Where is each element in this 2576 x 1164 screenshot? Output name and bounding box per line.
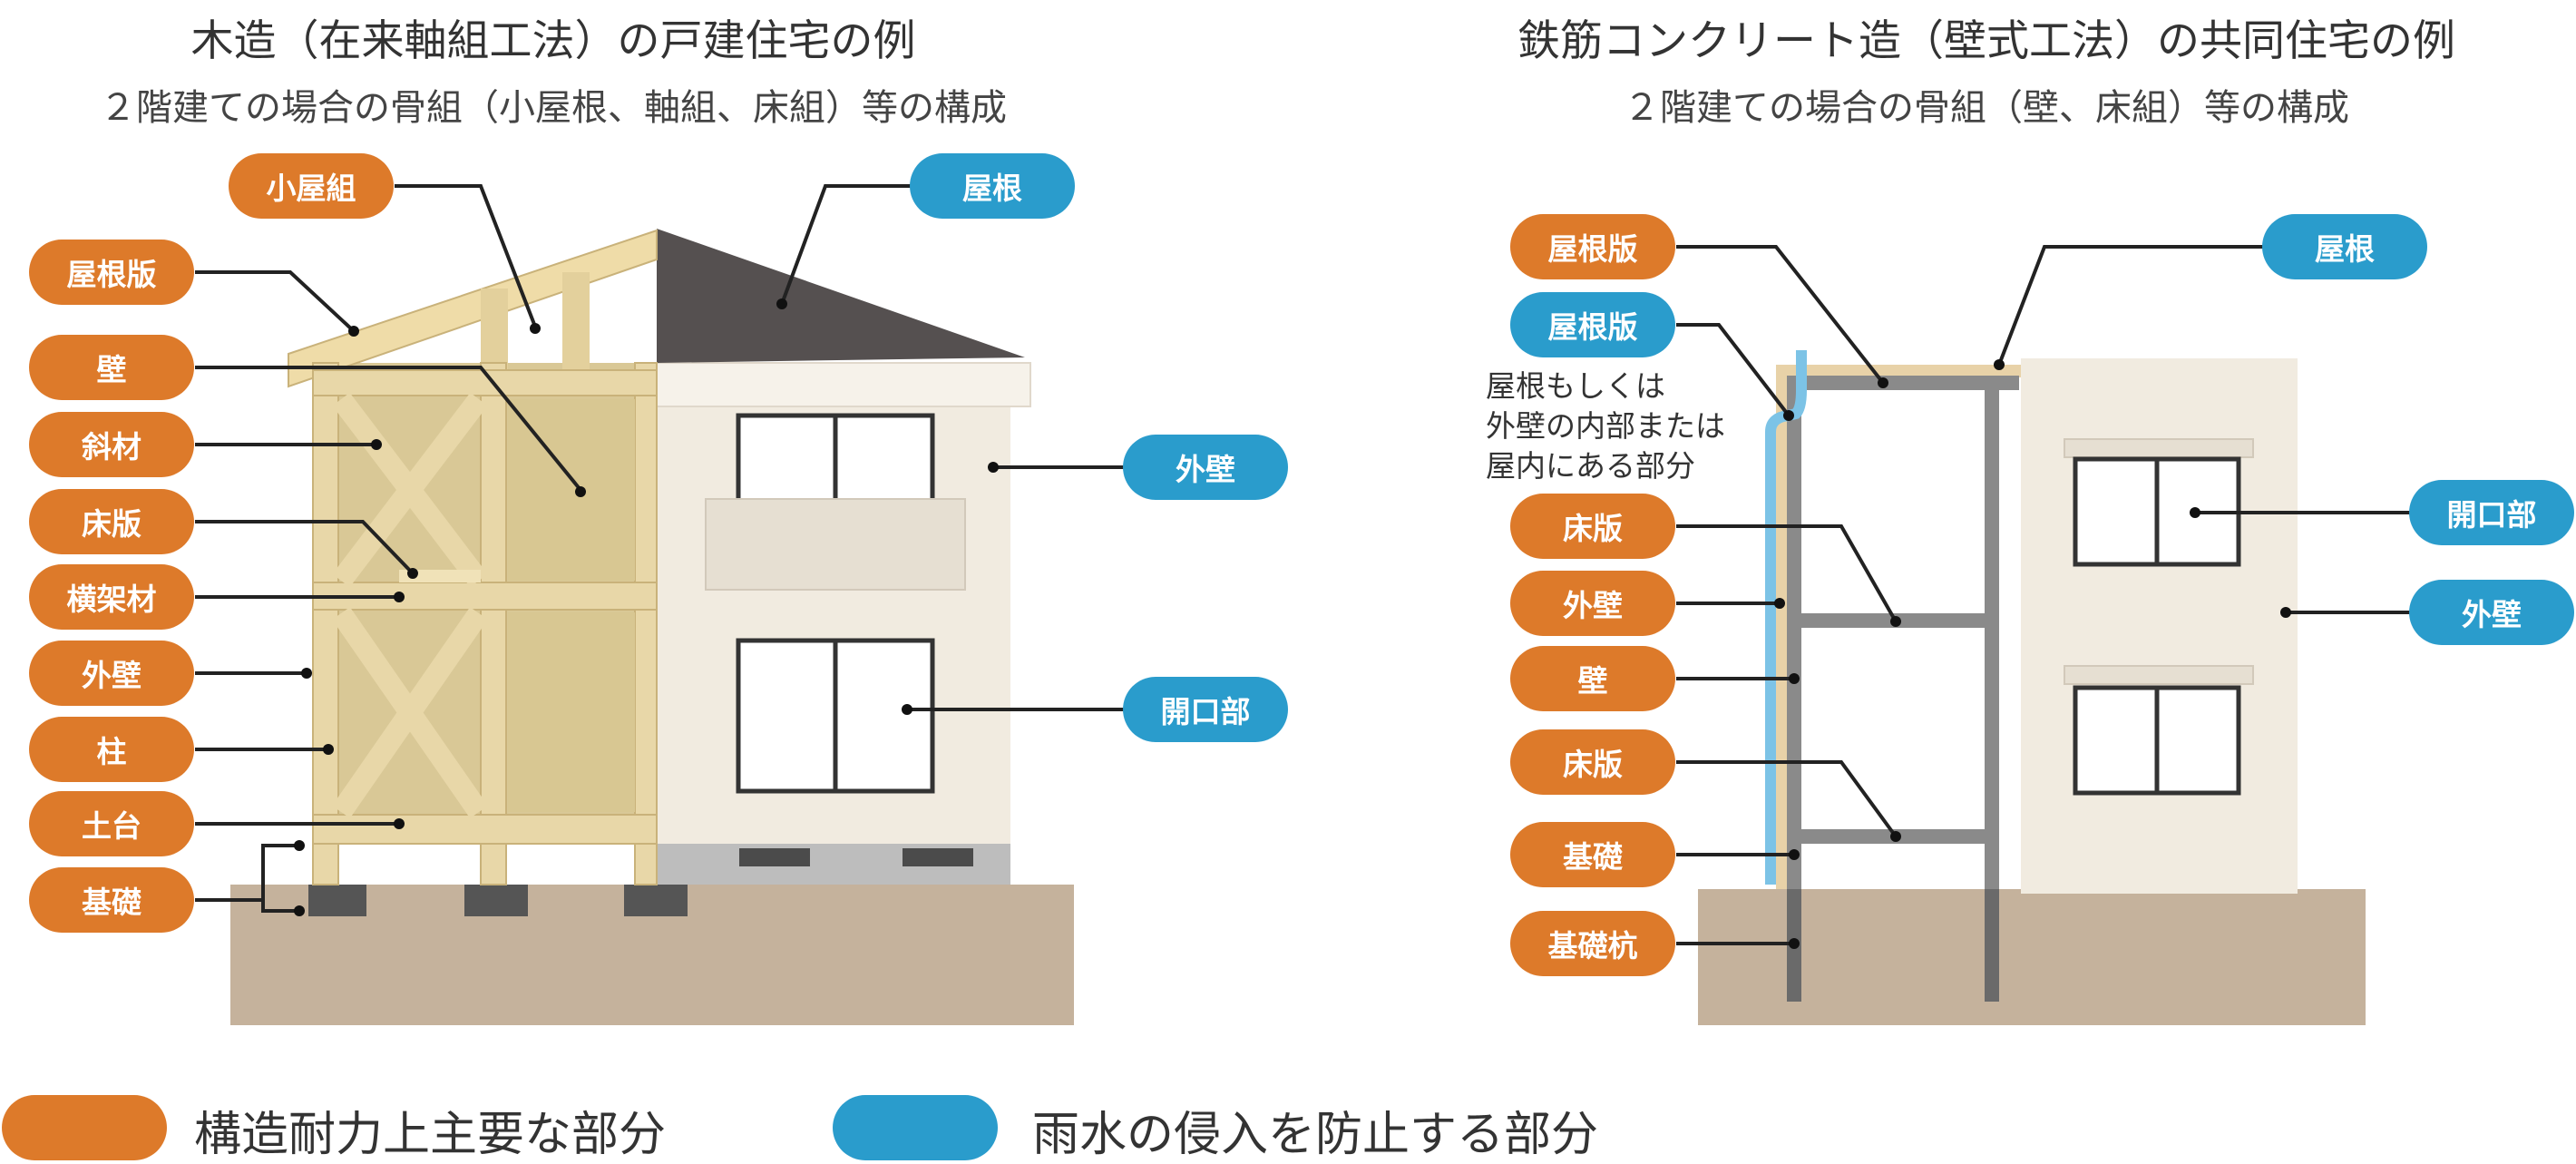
label-yaneban-1: 屋根版: [1510, 214, 1675, 279]
label-yaneban-2: 屋根版: [1510, 292, 1675, 357]
left-subtitle: ２階建ての場合の骨組（小屋根、軸組、床組）等の構成: [100, 87, 1007, 129]
label-kabe-rc: 壁: [1510, 646, 1675, 711]
note-line-2: 外壁の内部または: [1486, 408, 1725, 444]
label-yaneban: 屋根版: [29, 240, 194, 305]
legend-swatch-rainwater: [833, 1095, 998, 1160]
label-kisokui: 基礎杭: [1510, 911, 1675, 976]
right-subtitle: ２階建ての場合の骨組（壁、床組）等の構成: [1624, 87, 2349, 129]
label-hashira: 柱: [29, 717, 194, 782]
right-leader-lines: [1676, 245, 2413, 945]
label-yane: 屋根: [910, 153, 1075, 219]
label-gaiheki-blue: 外壁: [1123, 435, 1288, 500]
label-yukaban: 床版: [29, 489, 194, 554]
rc-apartment-illustration: [1698, 350, 2366, 1025]
label-koyagumi: 小屋組: [229, 153, 394, 219]
legend-swatch-structural: [2, 1095, 167, 1160]
label-dodai: 土台: [29, 791, 194, 856]
label-kiso-rc: 基礎: [1510, 822, 1675, 887]
left-title: 木造（在来軸組工法）の戸建住宅の例: [190, 16, 916, 66]
right-title: 鉄筋コンクリート造（壁式工法）の共同住宅の例: [1517, 16, 2455, 66]
label-yukaban-2: 床版: [1510, 729, 1675, 795]
label-gaiheki-rc: 外壁: [1510, 571, 1675, 636]
label-gaiheki-rc-blue: 外壁: [2409, 580, 2574, 645]
label-kaikoubu-rc: 開口部: [2409, 480, 2574, 545]
label-kabe: 壁: [29, 335, 194, 400]
label-gaiheki: 外壁: [29, 641, 194, 706]
legend-structural: 構造耐力上主要な部分: [194, 1108, 667, 1162]
label-shazai: 斜材: [29, 412, 194, 477]
label-yukaban-1: 床版: [1510, 494, 1675, 559]
note-line-3: 屋内にある部分: [1486, 448, 1695, 484]
label-yokokazai: 横架材: [29, 564, 194, 630]
legend-rainwater: 雨水の侵入を防止する部分: [1032, 1108, 1599, 1162]
note-line-1: 屋根もしくは: [1486, 368, 1665, 404]
rainwater-note: 屋根もしくは 外壁の内部または 屋内にある部分: [1486, 367, 1725, 486]
left-leader-lines: [195, 184, 1125, 913]
label-kaikoubu: 開口部: [1123, 677, 1288, 742]
label-yane-rc: 屋根: [2262, 214, 2427, 279]
label-kiso: 基礎: [29, 867, 194, 933]
wooden-house-illustration: [230, 229, 1074, 1025]
